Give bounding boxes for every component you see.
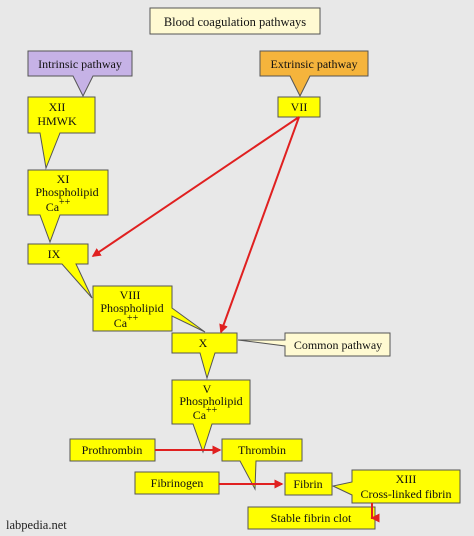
thrombin-label: Thrombin [238,443,286,457]
stable-fibrin-clot-box: Stable fibrin clot [247,506,376,530]
fibrinogen-box: Fibrinogen [134,471,220,495]
factor-viii-phospholipid-label: Phospholipid [100,301,163,315]
factor-x-label: X [199,336,208,350]
factor-xiii-callout: XIII Cross-linked fibrin [331,469,461,504]
factor-xi-calcium-label: Ca++ [46,197,71,214]
fibrin-box: Fibrin [284,472,333,496]
factor-ix-callout: IX [27,243,93,299]
fibrinogen-label: Fibrinogen [151,476,204,490]
extrinsic-pathway-callout: Extrinsic pathway [259,50,369,98]
intrinsic-pathway-callout: Intrinsic pathway [27,50,133,98]
factor-v-calcium-label: Ca++ [193,405,218,422]
factor-v-label: V [203,382,212,396]
factor-xi-label: XI [57,172,70,186]
factor-vii-label: VII [291,100,308,114]
prothrombin-label: Prothrombin [82,443,143,457]
factor-xiii-label: XIII [396,472,417,486]
factor-xii-hmwk-label: HMWK [37,114,77,128]
factor-xii-callout: XII HMWK [27,96,96,170]
diagram-title: Blood coagulation pathways [149,7,321,35]
factor-viii-callout: VIII Phospholipid Ca++ [92,285,206,333]
factor-xi-callout: XI Phospholipid Ca++ [27,169,109,244]
pathway-arrows [91,116,380,523]
factor-xiii-cross-linked-label: Cross-linked fibrin [361,487,452,501]
arrow-vii-to-ix [91,116,300,257]
factor-vii-box: VII [277,96,321,118]
intrinsic-pathway-label: Intrinsic pathway [38,57,122,71]
stable-fibrin-clot-label: Stable fibrin clot [271,511,352,525]
factor-viii-label: VIII [120,288,141,302]
watermark-text: labpedia.net [6,518,67,532]
arrow-vii-to-x [219,116,300,334]
common-pathway-callout: Common pathway [237,332,391,357]
factor-xi-phospholipid-label: Phospholipid [35,185,98,199]
factor-v-callout: V Phospholipid Ca++ [171,379,251,454]
factor-viii-calcium-label: Ca++ [114,313,139,330]
factor-ix-label: IX [48,247,61,261]
fibrin-label: Fibrin [293,477,322,491]
common-pathway-label: Common pathway [294,338,382,352]
factor-x-callout: X [171,332,238,380]
thrombin-callout: Thrombin [221,438,303,491]
factor-v-phospholipid-label: Phospholipid [179,394,242,408]
prothrombin-box: Prothrombin [69,438,156,462]
factor-xii-label: XII [49,100,66,114]
title-text: Blood coagulation pathways [164,15,306,29]
extrinsic-pathway-label: Extrinsic pathway [271,57,358,71]
